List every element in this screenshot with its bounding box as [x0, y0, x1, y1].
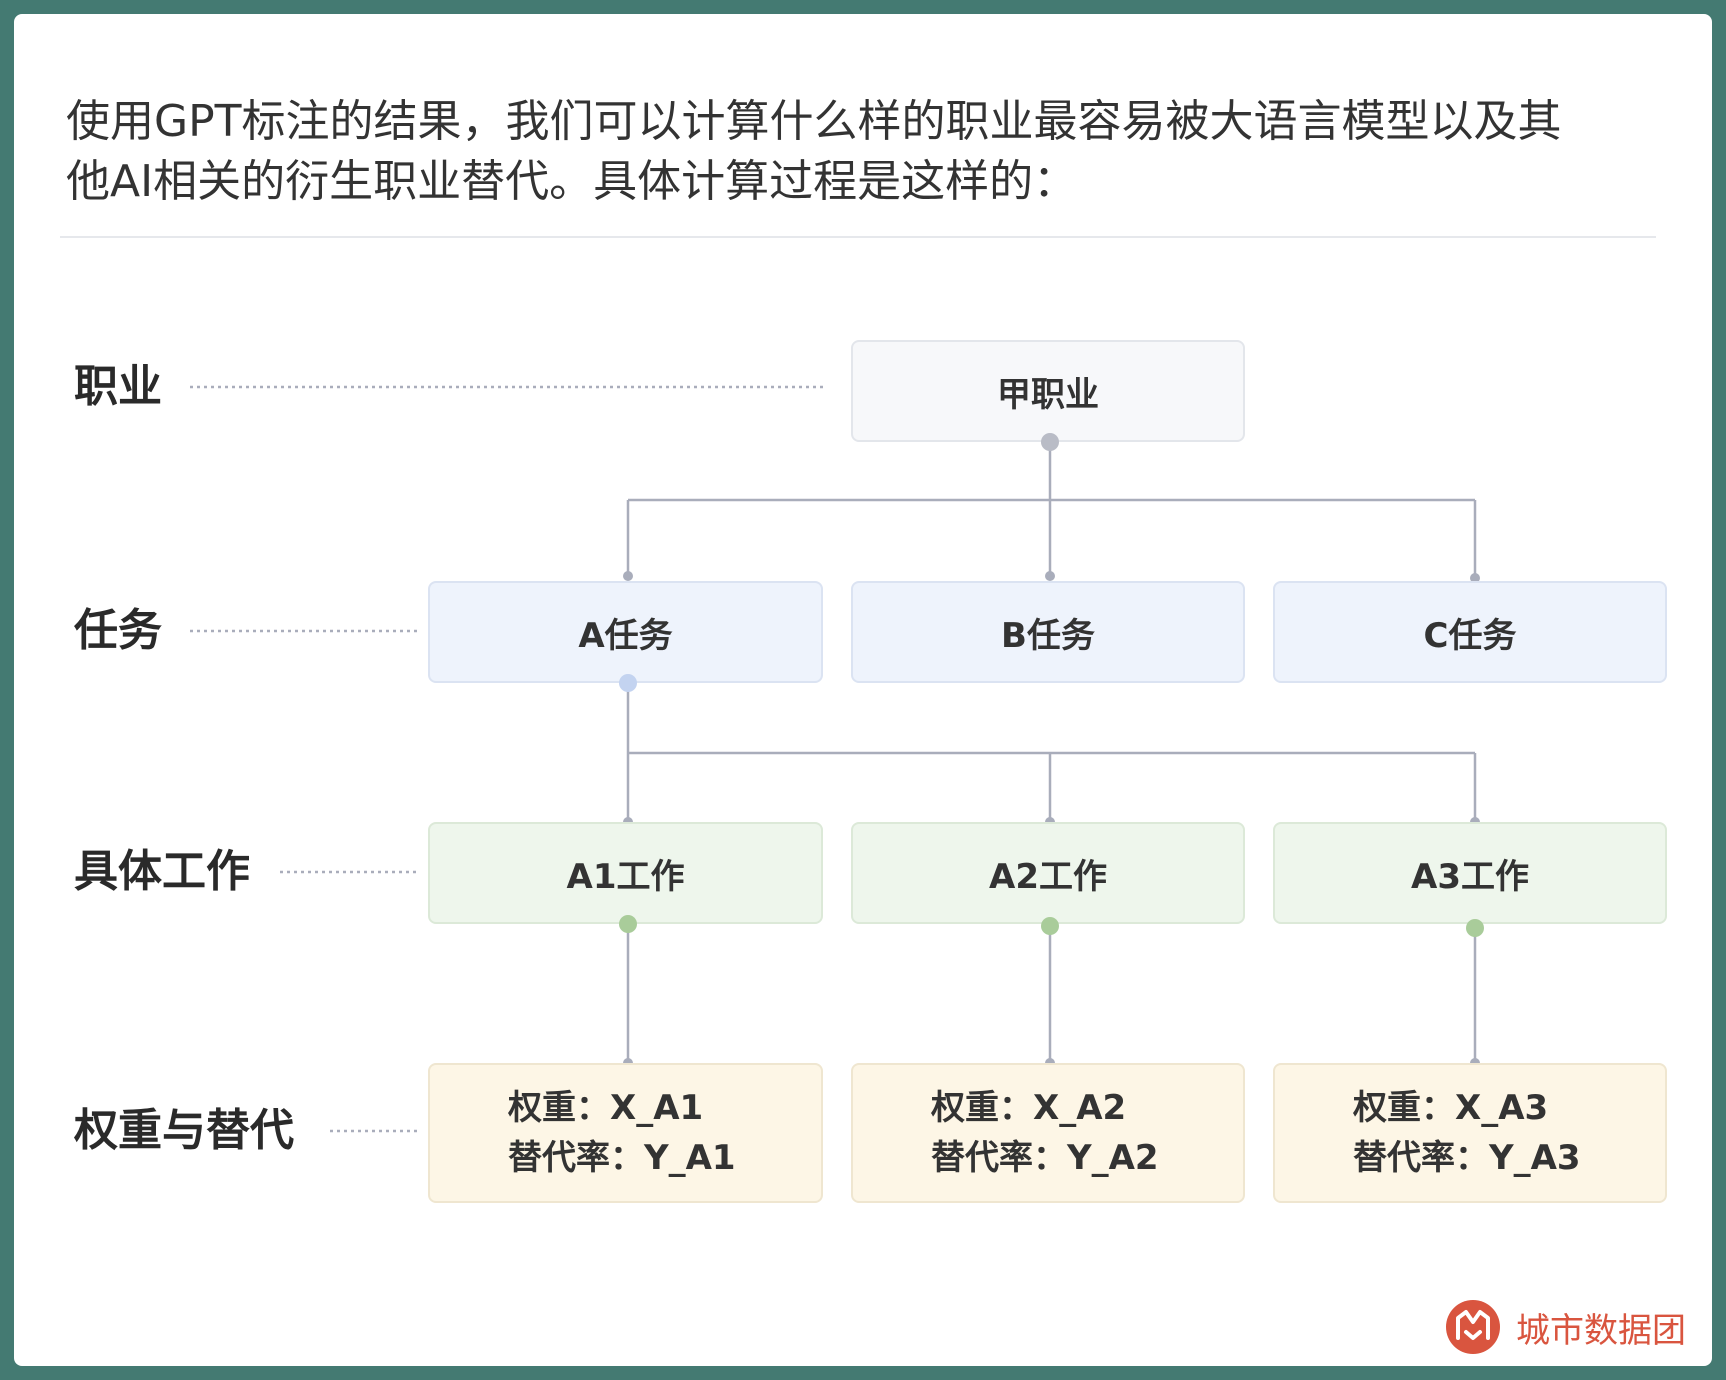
node-job-a1: A1工作	[428, 822, 823, 924]
level-label-weight: 权重与替代	[74, 1105, 294, 1156]
divider	[60, 236, 1656, 238]
intro-line-1: 使用GPT标注的结果，我们可以计算什么样的职业最容易被大语言模型以及其	[66, 96, 1562, 147]
intro-text: 使用GPT标注的结果，我们可以计算什么样的职业最容易被大语言模型以及其 他AI相…	[66, 92, 1666, 212]
weight-text-a2: 权重：X_A2	[931, 1088, 1127, 1128]
brand-name: 城市数据团	[1516, 1310, 1686, 1351]
port-job-a3-out	[1466, 919, 1484, 937]
node-weight-a1: 权重：X_A1 替代率：Y_A1	[428, 1063, 823, 1203]
node-task-c: C任务	[1273, 581, 1667, 683]
port-task-a-out	[619, 674, 637, 692]
weight-text-a3: 权重：X_A3	[1353, 1088, 1549, 1128]
node-occupation-root: 甲职业	[851, 340, 1245, 442]
level-label-task: 任务	[74, 605, 162, 656]
brand-watermark: 城市数据团	[1444, 1298, 1686, 1356]
rate-text-a3: 替代率：Y_A3	[1353, 1138, 1581, 1178]
node-task-b: B任务	[851, 581, 1245, 683]
node-weight-a2: 权重：X_A2 替代率：Y_A2	[851, 1063, 1245, 1203]
level-label-job: 具体工作	[74, 846, 250, 897]
port-task-a-in	[623, 571, 633, 581]
node-weight-a3: 权重：X_A3 替代率：Y_A3	[1273, 1063, 1667, 1203]
rate-text-a1: 替代率：Y_A1	[508, 1138, 736, 1178]
weight-text-a1: 权重：X_A1	[508, 1088, 704, 1128]
rate-text-a2: 替代率：Y_A2	[931, 1138, 1159, 1178]
level-label-occupation: 职业	[74, 361, 162, 412]
port-task-b-in	[1045, 571, 1055, 581]
intro-line-2: 他AI相关的衍生职业替代。具体计算过程是这样的：	[66, 156, 1078, 207]
port-root-out	[1041, 433, 1059, 451]
port-job-a2-out	[1041, 917, 1059, 935]
node-job-a3: A3工作	[1273, 822, 1667, 924]
brand-logo-icon	[1446, 1300, 1500, 1354]
port-task-c-in	[1470, 573, 1480, 583]
port-job-a1-out	[619, 915, 637, 933]
